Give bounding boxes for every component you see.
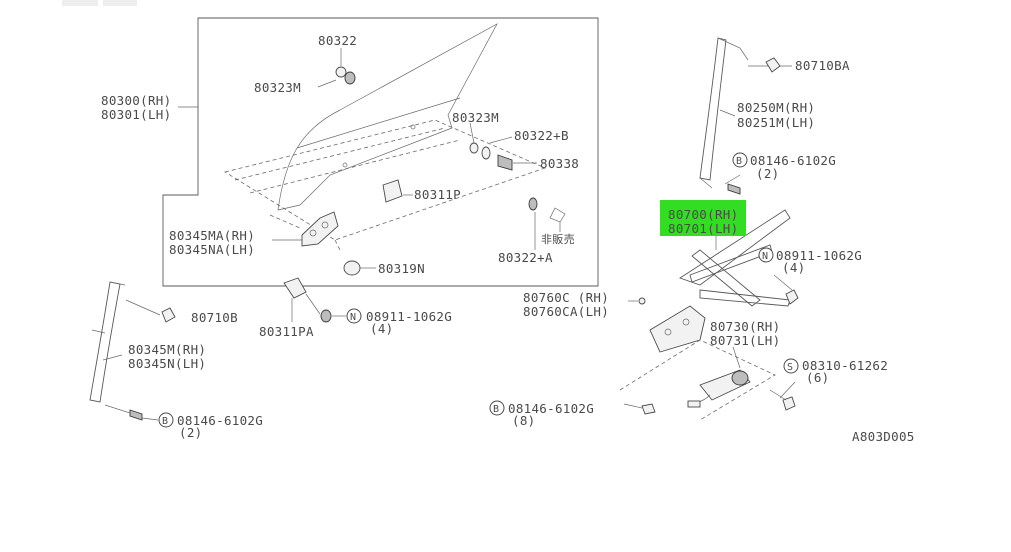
diagram-id: A803D005: [852, 429, 915, 444]
b-letter-left: B: [162, 416, 168, 427]
bolt-08310: [782, 396, 796, 411]
regulator-plate: [649, 305, 706, 353]
clip-80319N: [343, 260, 361, 276]
label-08911-left: 08911-1062G: [366, 309, 452, 324]
label-80322B: 80322+B: [514, 128, 569, 143]
bracket-80345MA: [301, 211, 339, 247]
label-08310-qty: (6): [806, 370, 829, 385]
label-08146-bottom-qty: (8): [512, 413, 535, 428]
nut-80710B: [161, 307, 176, 323]
b-letter-bottom: B: [493, 404, 499, 415]
glass-group-frame: [162, 17, 599, 287]
label-80251M: 80251M(LH): [737, 115, 815, 130]
s-letter: S: [787, 362, 793, 373]
label-80760CA: 80760CA(LH): [523, 304, 609, 319]
b-symbol-right: [732, 152, 748, 168]
label-80345MA: 80345MA(RH): [169, 228, 255, 243]
label-not-sold: 非販売: [541, 233, 575, 246]
nut-08911-right: [785, 289, 799, 305]
regulator-arm-1: [678, 209, 791, 286]
label-80710BA: 80710BA: [795, 58, 850, 73]
label-80301: 80301(LH): [101, 107, 171, 122]
bracket-80311P: [382, 179, 403, 203]
bushing-80322A: [528, 197, 538, 211]
n-symbol-right: [758, 247, 774, 263]
label-80701: 80701(LH): [668, 221, 738, 236]
label-80319N: 80319N: [378, 261, 425, 276]
label-08146-bottom: 08146-6102G: [508, 401, 594, 416]
glass-dashed-outline: [223, 119, 547, 241]
nut-08911-left: [320, 309, 332, 323]
label-80311PA: 80311PA: [259, 324, 314, 339]
label-08146-right-qty: (2): [756, 166, 779, 181]
rear-guide-rail: [699, 37, 727, 181]
label-08911-right: 08911-1062G: [776, 248, 862, 263]
glass-inner-line: [296, 97, 461, 149]
regulator-arm-2: [691, 249, 761, 307]
front-guide-rail: [89, 281, 121, 403]
bushing-80322B: [481, 146, 491, 160]
top-button-1[interactable]: [62, 0, 98, 6]
n-letter-left: N: [350, 312, 356, 323]
b-symbol-left: [158, 412, 174, 428]
label-80731: 80731(LH): [710, 333, 780, 348]
label-80323M-left: 80323M: [254, 80, 301, 95]
nut-80710BA: [765, 57, 781, 73]
label-80345M: 80345M(RH): [128, 342, 206, 357]
bolt-80338: [497, 154, 513, 171]
not-sold-part: [549, 207, 566, 223]
label-80345N: 80345N(LH): [128, 356, 206, 371]
highlight-80700: [660, 200, 746, 236]
label-08146-left: 08146-6102G: [177, 413, 263, 428]
motor-connector: [687, 400, 701, 408]
n-letter-right: N: [762, 251, 768, 262]
label-80322-top: 80322: [318, 33, 357, 48]
b-letter-right: B: [736, 156, 742, 167]
washer-80323M-right: [469, 142, 479, 154]
label-80700: 80700(RH): [668, 207, 738, 222]
label-80710B: 80710B: [191, 310, 238, 325]
label-80311P: 80311P: [414, 187, 461, 202]
label-80338: 80338: [540, 156, 579, 171]
regulator-arm-4: [699, 289, 791, 307]
bushing-80322-top: [335, 66, 347, 78]
label-80760C: 80760C (RH): [523, 290, 609, 305]
label-80345NA: 80345NA(LH): [169, 242, 255, 257]
bolt-08146-right: [727, 183, 741, 195]
n-symbol-left: [346, 308, 362, 324]
label-08146-left-qty: (2): [179, 425, 202, 440]
label-08310: 08310-61262: [802, 358, 888, 373]
label-08911-right-qty: (4): [782, 260, 805, 275]
s-symbol: [783, 358, 799, 374]
bracket-80311PA: [283, 277, 307, 299]
bolt-08146-bottom: [641, 403, 656, 415]
top-button-2[interactable]: [103, 0, 137, 6]
washer-80760C: [638, 297, 646, 305]
label-80322A: 80322+A: [498, 250, 553, 265]
label-80300: 80300(RH): [101, 93, 171, 108]
label-08146-right: 08146-6102G: [750, 153, 836, 168]
label-08911-left-qty: (4): [370, 321, 393, 336]
label-80323M-right: 80323M: [452, 110, 499, 125]
label-80730: 80730(RH): [710, 319, 780, 334]
label-80250M: 80250M(RH): [737, 100, 815, 115]
b-symbol-bottom: [489, 400, 505, 416]
door-glass: [277, 23, 498, 211]
bolt-08146-left: [129, 409, 143, 421]
washer-80323M-left: [344, 71, 356, 85]
